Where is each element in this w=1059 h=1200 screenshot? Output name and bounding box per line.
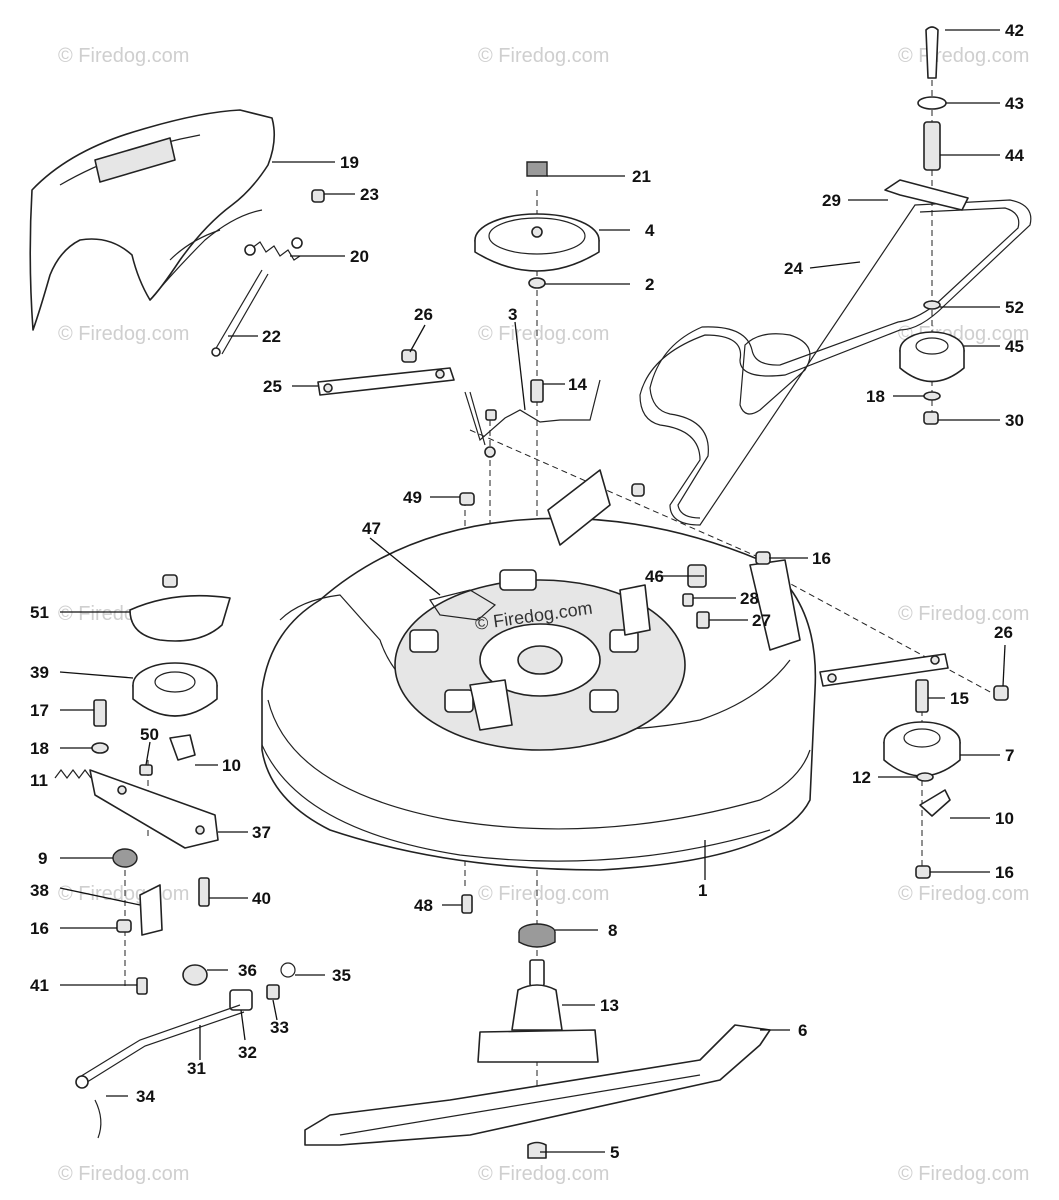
callout-43: 43 xyxy=(1005,94,1024,113)
callout-39: 39 xyxy=(30,663,49,682)
callout-45: 45 xyxy=(1005,337,1024,356)
callout-15: 15 xyxy=(950,689,969,708)
callout-47: 47 xyxy=(362,519,381,538)
callout-52: 52 xyxy=(1005,298,1024,317)
belt-cover xyxy=(29,109,276,331)
callout-33: 33 xyxy=(270,1018,289,1037)
callout-20: 20 xyxy=(350,247,369,266)
callout-10: 10 xyxy=(222,756,241,775)
belt-cover-hardware xyxy=(211,189,325,357)
callout-5: 5 xyxy=(610,1143,619,1162)
watermark: © Firedog.com xyxy=(478,323,609,345)
right-idler-assembly xyxy=(819,653,1009,879)
watermark: © Firedog.com xyxy=(58,45,189,67)
watermark: © Firedog.com xyxy=(898,883,1029,905)
callout-34: 34 xyxy=(136,1087,155,1106)
callout-49: 49 xyxy=(403,488,422,507)
callout-21: 21 xyxy=(632,167,651,186)
callout-10: 10 xyxy=(995,809,1014,828)
callout-26: 26 xyxy=(414,305,433,324)
callout-9: 9 xyxy=(38,849,47,868)
callout-13: 13 xyxy=(600,996,619,1015)
callout-35: 35 xyxy=(332,966,351,985)
idler-mount-hardware xyxy=(884,26,969,211)
callout-48: 48 xyxy=(414,896,433,915)
callout-11: 11 xyxy=(30,771,48,790)
callout-38: 38 xyxy=(30,881,49,900)
callout-31: 31 xyxy=(187,1059,206,1078)
callout-16: 16 xyxy=(995,863,1014,882)
spindle-pulley xyxy=(474,161,600,289)
callout-8: 8 xyxy=(608,921,617,940)
callout-29: 29 xyxy=(822,191,841,210)
watermark: © Firedog.com xyxy=(478,883,609,905)
callout-19: 19 xyxy=(340,153,359,172)
deck-hardware xyxy=(429,483,771,629)
callout-6: 6 xyxy=(798,1021,807,1040)
callout-18: 18 xyxy=(30,739,49,758)
watermark: © Firedog.com xyxy=(478,45,609,67)
callout-27: 27 xyxy=(752,611,771,630)
callout-22: 22 xyxy=(262,327,281,346)
watermark: © Firedog.com xyxy=(478,1163,609,1185)
callout-labels: 42 43 44 29 24 52 45 18 30 19 23 20 22 2… xyxy=(30,21,1024,1162)
callout-46: 46 xyxy=(645,567,664,586)
callout-12: 12 xyxy=(852,768,871,787)
callout-3: 3 xyxy=(508,305,517,324)
callout-4: 4 xyxy=(645,221,655,240)
watermark: © Firedog.com xyxy=(58,1163,189,1185)
callout-14: 14 xyxy=(568,375,587,394)
watermark: © Firedog.com xyxy=(898,45,1029,67)
callout-25: 25 xyxy=(263,377,282,396)
callout-18: 18 xyxy=(866,387,885,406)
callout-36: 36 xyxy=(238,961,257,980)
watermark: © Firedog.com xyxy=(898,603,1029,625)
callout-26: 26 xyxy=(994,623,1013,642)
drive-belt xyxy=(639,199,1032,526)
left-pulley-assembly xyxy=(54,574,231,995)
spindle-and-blade xyxy=(304,894,771,1159)
callout-50: 50 xyxy=(140,725,159,744)
callout-42: 42 xyxy=(1005,21,1024,40)
callout-23: 23 xyxy=(360,185,379,204)
callout-30: 30 xyxy=(1005,411,1024,430)
callout-24: 24 xyxy=(784,259,803,278)
callout-44: 44 xyxy=(1005,146,1024,165)
callout-28: 28 xyxy=(740,589,759,608)
callout-51: 51 xyxy=(30,603,49,622)
callout-41: 41 xyxy=(30,976,49,995)
watermark: © Firedog.com xyxy=(58,323,189,345)
callout-37: 37 xyxy=(252,823,271,842)
lift-rod-assembly xyxy=(75,962,296,1139)
callout-1: 1 xyxy=(698,881,707,900)
callout-16: 16 xyxy=(812,549,831,568)
watermarks: © Firedog.com © Firedog.com © Firedog.co… xyxy=(58,45,1029,1185)
callout-17: 17 xyxy=(30,701,49,720)
callout-2: 2 xyxy=(645,275,654,294)
callout-40: 40 xyxy=(252,889,271,908)
callout-32: 32 xyxy=(238,1043,257,1062)
mower-deck xyxy=(261,469,817,871)
callout-7: 7 xyxy=(1005,746,1014,765)
watermark: © Firedog.com xyxy=(898,1163,1029,1185)
idler-bracket xyxy=(317,349,601,458)
leader-lines xyxy=(59,29,1006,1153)
callout-16: 16 xyxy=(30,919,49,938)
idler-pulley-upper xyxy=(899,300,965,425)
